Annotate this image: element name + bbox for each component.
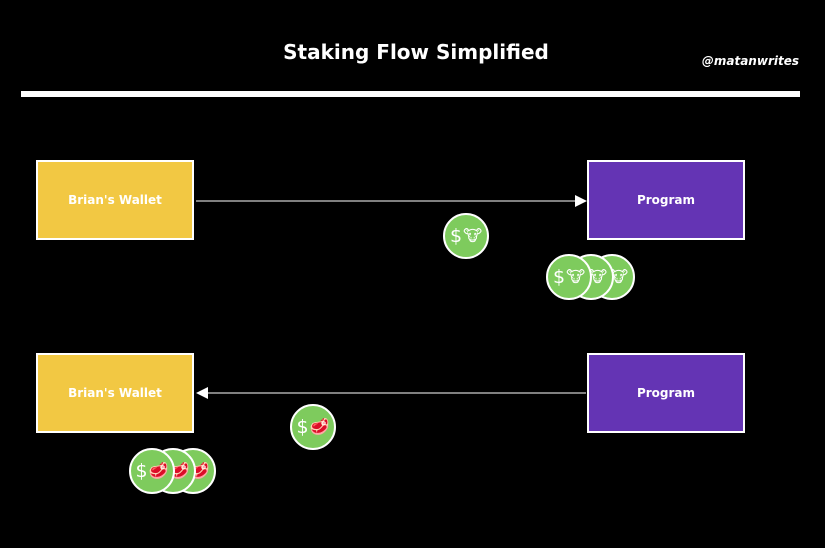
meat-icon: 🥩: [309, 417, 330, 436]
dollar-sign: $: [552, 265, 566, 288]
author-handle: @matanwrites: [701, 54, 799, 68]
reward-token-coin: $🥩: [290, 404, 336, 450]
arrow-wallet-to-program: [196, 195, 587, 207]
dollar-sign: $: [296, 415, 309, 438]
staked-token-coin: $🐮: [546, 254, 592, 300]
wallet-label: Brian's Wallet: [68, 193, 162, 207]
received-reward-coin: $🥩: [129, 448, 175, 494]
arrow-program-to-wallet: [196, 387, 586, 399]
cow-face-icon: 🐮: [609, 267, 629, 286]
cow-face-icon: 🐮: [566, 267, 586, 286]
page-title: Staking Flow Simplified: [283, 40, 549, 64]
program-label: Program: [636, 193, 696, 207]
brians-wallet-box: Brian's Wallet: [36, 353, 194, 433]
program-box: Program: [587, 353, 745, 433]
cow-face-icon: 🐮: [463, 226, 483, 245]
cow-face-icon: 🐮: [588, 267, 608, 286]
program-box: Program: [587, 160, 745, 240]
wallet-label: Brian's Wallet: [68, 386, 162, 400]
dollar-sign: $: [135, 459, 148, 482]
header-divider: [21, 91, 800, 97]
program-label: Program: [636, 386, 696, 400]
meat-icon: 🥩: [148, 461, 169, 480]
stake-token-coin: $🐮: [443, 213, 489, 259]
dollar-sign: $: [449, 224, 463, 247]
brians-wallet-box: Brian's Wallet: [36, 160, 194, 240]
